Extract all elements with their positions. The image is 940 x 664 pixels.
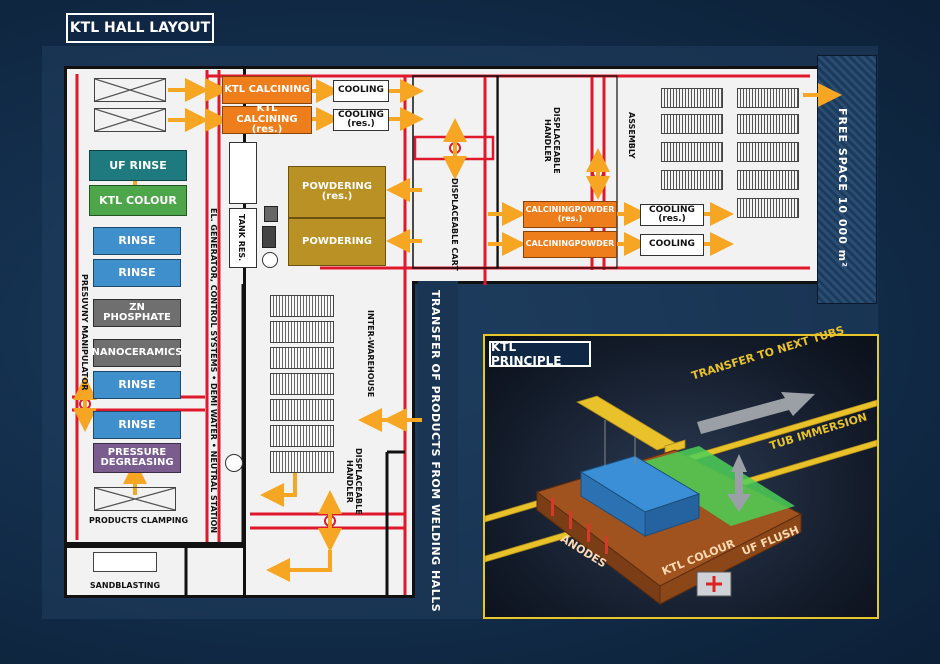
control-cabinet [229, 142, 257, 204]
principle-panel [483, 334, 879, 619]
uf-rinse-tank: UF RINSE [89, 150, 187, 181]
displaceable-cart-label: DISPLACEABLE CART [450, 178, 459, 271]
rinse-tank-1: RINSE [93, 227, 181, 255]
transfer-strip [418, 281, 458, 619]
warehouse-rack [270, 347, 334, 369]
floor-seam-cover-2 [246, 279, 412, 285]
rinse-tank-2: RINSE [93, 259, 181, 287]
equipment-4 [225, 454, 243, 472]
rinse-tank-4: RINSE [93, 411, 181, 439]
layout-title: KTL HALL LAYOUT [66, 13, 214, 43]
layout-title-text: KTL HALL LAYOUT [69, 20, 211, 36]
assembly-rack [737, 198, 799, 218]
assembly-rack [661, 88, 723, 108]
inter-warehouse-label: INTER-WAREHOUSE [366, 310, 375, 398]
assembly-rack [661, 170, 723, 190]
products-clamping-label: PRODUCTS CLAMPING [89, 516, 189, 525]
displaceable-handler-label: DISPLACEABLE HANDLER [543, 106, 561, 174]
tank-reserve-label: TANK RES. [237, 214, 246, 262]
ktl-principle-illustration [485, 392, 877, 606]
warehouse-rack [270, 451, 334, 473]
ktl-colour-tank: KTL COLOUR [89, 185, 187, 216]
sandblasting-station [93, 552, 157, 572]
warehouse-rack [270, 321, 334, 343]
warehouse-rack [270, 399, 334, 421]
assembly-rack [737, 142, 799, 162]
cooling-zone-res-2: COOLING (res.) [640, 204, 704, 226]
principle-title: KTL PRINCIPLE [489, 340, 591, 368]
cooling-zone-1: COOLING [333, 80, 389, 102]
zn-phosphate-tank: ZN PHOSPHATE [93, 299, 181, 327]
cooling-zone-res-1: COOLING (res.) [333, 109, 389, 131]
assembly-label: ASSEMBLY [627, 112, 636, 159]
equipment-3 [262, 252, 278, 268]
tank-reserve-box [229, 208, 257, 268]
clamping-station [94, 487, 176, 511]
warehouse-rack [270, 295, 334, 317]
manipulator-label: PRESUVNY MANIPULATOR [80, 274, 89, 391]
ktl-calcining-res-oven: KTL CALCINING (res.) [222, 104, 312, 135]
calcining-powder-res-oven: CALCININGPOWDER (res.) [523, 201, 617, 228]
warehouse-handler-label: DISPLACEABLE HANDLER [345, 447, 363, 515]
warehouse-rack [270, 425, 334, 447]
assembly-rack [737, 88, 799, 108]
assembly-rack [661, 114, 723, 134]
sandblasting-label: SANDBLASTING [89, 581, 161, 590]
warehouse-rack [270, 373, 334, 395]
cooling-zone-2: COOLING [640, 234, 704, 256]
powdering-res-booth: POWDERING (res.) [288, 166, 386, 218]
powdering-booth: POWDERING [288, 218, 386, 266]
transfer-label: TRANSFER OF PRODUCTS FROM WELDING HALLS [429, 290, 442, 613]
assembly-rack [737, 170, 799, 190]
calcining-powder-oven: CALCININGPOWDER [523, 231, 617, 258]
assembly-rack [737, 114, 799, 134]
utilities-label: EL. GENERATOR, CONTROL SYSTEMS • DEMI WA… [209, 208, 218, 534]
ktl-calcining-oven: KTL CALCINING [222, 76, 312, 104]
equipment-1 [264, 206, 278, 222]
empty-station-2 [94, 108, 166, 132]
rinse-tank-3: RINSE [93, 371, 181, 399]
pressure-degreasing-tank: PRESSURE DEGREASING [93, 443, 181, 473]
principle-title-text: KTL PRINCIPLE [491, 340, 562, 368]
nanoceramics-tank: NANOCERAMICS [92, 339, 183, 367]
empty-station-1 [94, 78, 166, 102]
assembly-rack [661, 142, 723, 162]
free-space-label: FREE SPACE 10 000 m² [836, 108, 849, 268]
equipment-2 [262, 226, 276, 248]
